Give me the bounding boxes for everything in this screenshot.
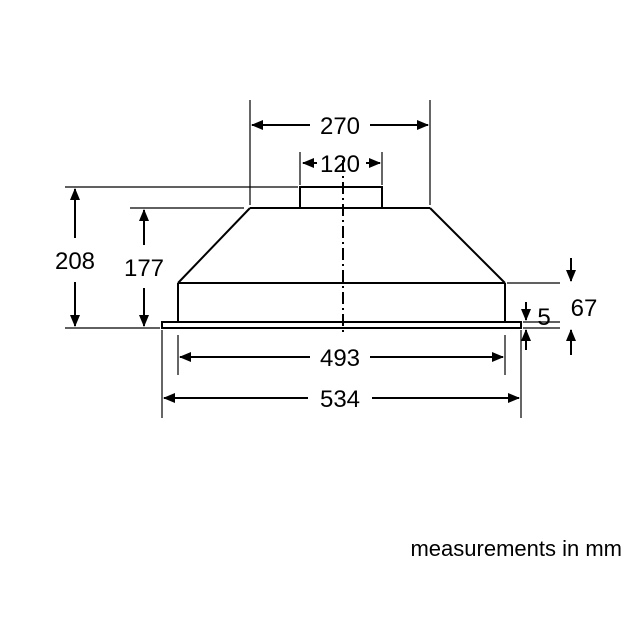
lower-height-label: 67 bbox=[571, 295, 598, 322]
duct-collar bbox=[299, 186, 383, 209]
dimension-flange-thickness: 5 bbox=[521, 302, 551, 350]
hood-right-slope bbox=[429, 207, 506, 284]
top-width-label: 270 bbox=[320, 113, 360, 140]
dimension-total-width: 534 bbox=[163, 386, 520, 413]
total-height-label: 208 bbox=[55, 248, 95, 275]
hood-outline bbox=[161, 160, 522, 335]
dimension-body-height: 177 bbox=[124, 209, 164, 327]
bottom-flange bbox=[161, 321, 522, 329]
inner-width-label: 493 bbox=[320, 345, 360, 372]
units-note: measurements in mm bbox=[410, 536, 622, 561]
extension-lines bbox=[65, 100, 560, 418]
hood-left-slope bbox=[177, 207, 251, 284]
flange-thickness-label: 5 bbox=[537, 304, 550, 331]
dimension-lower-height: 67 bbox=[566, 258, 598, 355]
dimension-top-width: 270 bbox=[251, 113, 429, 140]
body-height-label: 177 bbox=[124, 255, 164, 282]
dimension-inner-width: 493 bbox=[179, 345, 504, 372]
dimension-total-height: 208 bbox=[55, 188, 95, 327]
total-width-label: 534 bbox=[320, 386, 360, 413]
dimension-duct-width: 120 bbox=[302, 151, 381, 178]
duct-width-label: 120 bbox=[320, 151, 360, 178]
